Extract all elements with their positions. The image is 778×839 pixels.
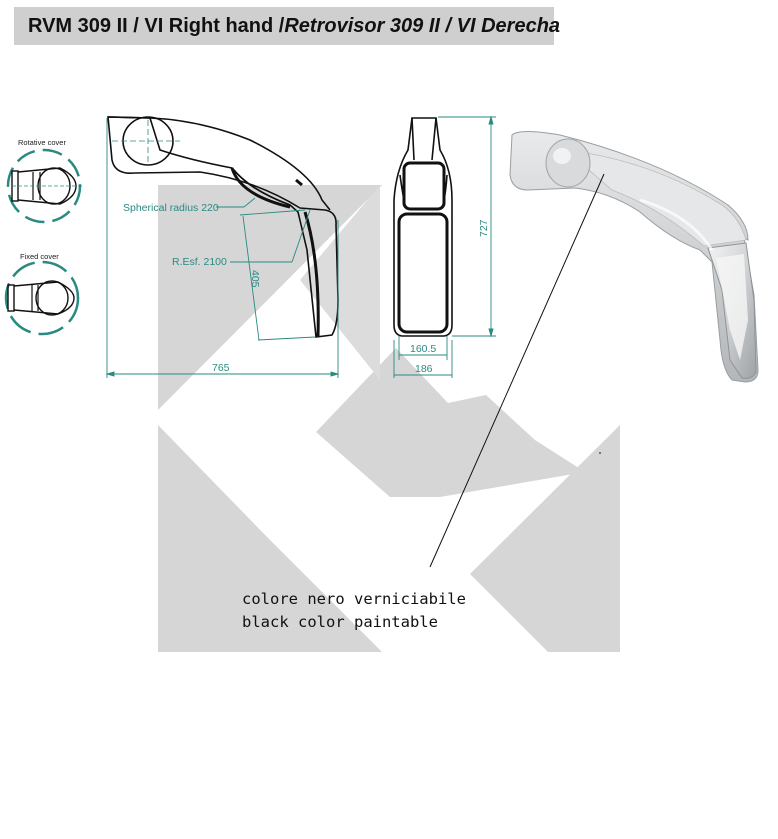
spherical-radius-label: Spherical radius 220 [123, 202, 219, 214]
note-line-english: black color paintable [242, 613, 438, 631]
dim-186-label: 186 [415, 363, 433, 375]
color-note: colore nero verniciabile black color pai… [242, 588, 466, 634]
front-view-drawing [393, 117, 453, 337]
resf-label: R.Esf. 2100 [172, 256, 227, 268]
dim-160-5-label: 160.5 [410, 343, 436, 355]
k-logo-watermark [158, 185, 620, 652]
fixed-cover-drawing [4, 260, 80, 336]
page-title: RVM 309 II / VI Right hand / Retrovisor … [14, 7, 560, 45]
title-regular: RVM 309 II / VI Right hand / [28, 14, 285, 37]
dim-405-label: 405 [249, 270, 261, 288]
fixed-cover-label: Fixed cover [20, 252, 59, 261]
side-view-dimensions [105, 118, 340, 378]
front-view-dimensions [393, 115, 496, 378]
mirror-photo [509, 131, 759, 383]
leader-line [429, 173, 605, 568]
rotative-cover-drawing [6, 148, 82, 224]
note-line-italian: colore nero verniciabile [242, 590, 466, 608]
rotative-cover-label: Rotative cover [18, 138, 66, 147]
title-italic: Retrovisor 309 II / VI Derecha [284, 14, 561, 37]
dim-765-label: 765 [212, 362, 230, 374]
dim-727-label: 727 [478, 219, 490, 237]
side-view-centerlines [112, 120, 180, 165]
